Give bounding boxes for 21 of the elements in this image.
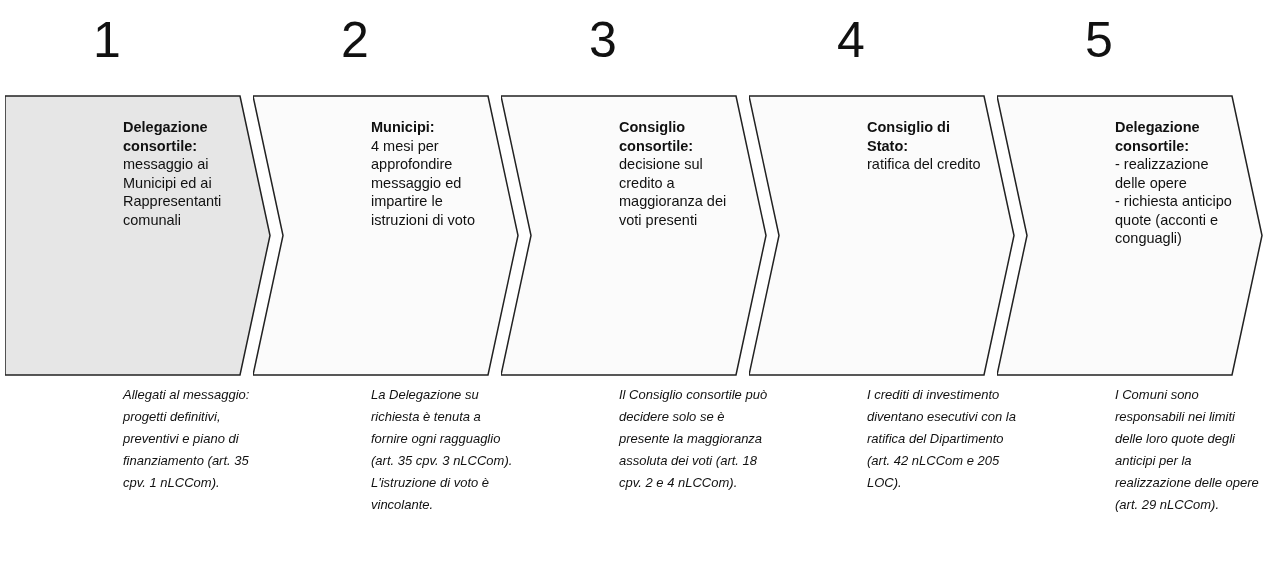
step-description: - richiesta anticipo quote (acconti e conguagli): [1115, 192, 1233, 248]
step-note: I crediti di investimento diventano esecutivi con la ratifica del Dipartimento (art. 42 nLCCom e 205 LOC).: [867, 386, 1017, 492]
step-note: La Delegazione su richiesta è tenuta a fornire ogni ragguaglio (art. 35 cpv. 3 nLCCom). L'istruzione di voto è vincolante.: [371, 386, 514, 514]
step-description: messaggio ai Municipi ed ai Rappresentanti comunali: [123, 155, 223, 229]
step-number: 5: [1084, 12, 1114, 68]
step-note: Il Consiglio consortile può decidere solo se è presente la maggioranza assoluta dei voti (art. 18 cpv. 2 e 4 nLCCom).: [619, 386, 769, 492]
step-heading: Delegazione consortile:: [1115, 118, 1201, 155]
step-description: decisione sul credito a maggioranza dei voti presenti: [619, 155, 728, 229]
step-description: ratifica del credito: [867, 155, 982, 174]
step-heading: Delegazione consortile:: [123, 118, 209, 155]
step-heading: Consiglio di Stato:: [867, 118, 951, 155]
step-description: 4 mesi per approfondire messaggio ed impartire le istruzioni di voto: [371, 136, 476, 229]
step-number: 4: [836, 12, 866, 68]
step-number: 1: [92, 12, 122, 68]
step-number: 3: [588, 12, 618, 68]
step-heading: Municipi:: [371, 118, 436, 137]
step-note: I Comuni sono responsabili nei limiti delle loro quote degli anticipi per la realizzazione delle opere (art. 29 nLCCom).: [1115, 386, 1260, 514]
step-number: 2: [340, 12, 370, 68]
step-note: Allegati al messaggio: progetti definitivi, preventivi e piano di finanziamento (art. 35 cpv. 1 nLCCom).: [123, 386, 251, 492]
step-heading: Consiglio consortile:: [619, 118, 695, 155]
step-description: - realizzazione delle opere: [1115, 155, 1210, 192]
